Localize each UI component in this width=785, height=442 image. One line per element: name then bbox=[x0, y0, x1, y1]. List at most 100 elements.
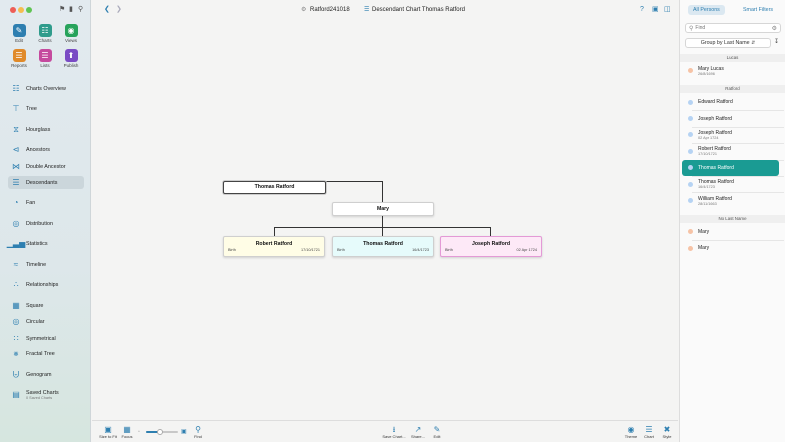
sidebar-item-double-ancestor[interactable]: ⋈Double Ancestor bbox=[8, 160, 84, 173]
publish-button[interactable]: ⬆Publish bbox=[58, 49, 84, 68]
child-box[interactable]: Thomas Ratford Birth 16/4/1723 bbox=[332, 236, 434, 257]
chevron-updown-icon: ⇵ bbox=[751, 40, 756, 46]
minimize-window-button[interactable] bbox=[18, 7, 24, 13]
row-divider bbox=[692, 126, 784, 128]
hourglass-icon: ⧖ bbox=[13, 124, 19, 134]
sidebar-item-square[interactable]: ▦Square bbox=[8, 299, 84, 312]
style-button[interactable]: ✖ Style bbox=[659, 425, 675, 439]
sidebar-item-statistics[interactable]: ▁▃▅Statistics bbox=[7, 237, 84, 250]
reports-button[interactable]: ☰Reports bbox=[6, 49, 32, 68]
zoom-slider-knob[interactable] bbox=[157, 429, 164, 435]
theme-button[interactable]: ◉ Theme bbox=[624, 425, 638, 439]
list-item[interactable]: Joseph Ratford bbox=[682, 111, 779, 127]
sidebar-item-label: Double Ancestor bbox=[26, 163, 66, 170]
charts-button[interactable]: ☷Charts bbox=[32, 24, 58, 43]
close-window-button[interactable] bbox=[10, 7, 16, 13]
section-header: Lucas bbox=[680, 54, 785, 62]
sidebar-item-hourglass[interactable]: ⧖ Hourglass bbox=[8, 123, 84, 136]
sort-icon[interactable]: ↧ bbox=[774, 39, 780, 45]
people-search-icon[interactable]: ⚲ bbox=[78, 6, 84, 13]
list-item[interactable]: Mary bbox=[682, 224, 779, 240]
section-header: No Last Name bbox=[680, 215, 785, 224]
list-icon: ☰ bbox=[38, 49, 52, 62]
row-divider bbox=[692, 110, 784, 112]
size-to-fit-button[interactable]: ▣ Size to Fit bbox=[99, 425, 117, 439]
share-button[interactable]: ↗ Share... bbox=[408, 425, 428, 439]
publish-icon: ⬆ bbox=[64, 49, 78, 62]
sex-indicator-dot bbox=[688, 148, 693, 154]
sidebar-item-label: Relationships bbox=[26, 281, 59, 288]
file-name[interactable]: Ratford241018 bbox=[310, 7, 350, 13]
sidebar-item-symmetrical[interactable]: ∷Symmetrical bbox=[8, 332, 84, 345]
button-label: Charts bbox=[38, 38, 52, 43]
sidebar-item-circular[interactable]: ◎Circular bbox=[8, 315, 84, 328]
group-by-select[interactable]: Group by Last Name ⇵ bbox=[685, 38, 771, 48]
connector-line bbox=[325, 181, 383, 182]
bookmark-icon[interactable]: ▮ bbox=[69, 6, 73, 13]
sidebar-item-tree[interactable]: ⊤Tree bbox=[8, 102, 84, 115]
sex-indicator-dot bbox=[688, 165, 693, 171]
tab-all-persons[interactable]: All Persons bbox=[688, 5, 725, 15]
search-input[interactable] bbox=[695, 25, 766, 31]
child-box[interactable]: Joseph Ratford Birth 02 Apr 1724 bbox=[440, 236, 542, 257]
sidebar-item-fan[interactable]: ◔Fan bbox=[8, 196, 84, 209]
back-arrow-icon[interactable]: ❮ bbox=[104, 6, 110, 13]
distribution-icon: ◎ bbox=[12, 218, 20, 228]
edit-button[interactable]: ✎Edit bbox=[6, 24, 32, 43]
sidebar: ⚑ ▮ ⚲ ✎Edit☷Charts◉Views ☰Reports☰Lists⬆P… bbox=[0, 0, 91, 442]
sex-indicator-dot bbox=[688, 68, 693, 74]
lists-button[interactable]: ☰Lists bbox=[32, 49, 58, 68]
search-icon: ⚲ bbox=[689, 25, 694, 32]
chart-settings-button[interactable]: ☰ Chart bbox=[641, 425, 657, 439]
sidebar-item-charts-overview[interactable]: ☷Charts Overview bbox=[8, 82, 84, 95]
sidebar-item-descendants[interactable]: ☰Descendants bbox=[8, 176, 84, 189]
edit-chart-button[interactable]: ✎ Edit bbox=[430, 425, 444, 439]
root-person-box[interactable]: Thomas Ratford bbox=[223, 181, 326, 194]
zoom-slider[interactable] bbox=[146, 429, 178, 435]
forward-arrow-icon[interactable]: ❯ bbox=[116, 6, 122, 13]
sex-indicator-dot bbox=[688, 181, 693, 187]
sex-indicator-dot bbox=[688, 116, 693, 122]
sidebar-item-label: Hourglass bbox=[26, 126, 51, 133]
sidebar-item-distribution[interactable]: ◎Distribution bbox=[8, 217, 84, 230]
person-name: Thomas Ratford bbox=[698, 179, 734, 186]
maximize-window-button[interactable] bbox=[26, 7, 32, 13]
button-label: Edit bbox=[15, 38, 23, 43]
find-button[interactable]: ⚲ Find bbox=[191, 425, 205, 439]
sidebar-item-label: Symmetrical bbox=[26, 335, 56, 342]
tag-icon[interactable]: ⚑ bbox=[59, 6, 66, 13]
sidebar-item-genogram[interactable]: ⨄Genogram bbox=[8, 368, 84, 381]
person-date: 02 Apr 1724 bbox=[698, 135, 719, 140]
list-item[interactable]: Thomas Ratford bbox=[682, 160, 779, 176]
focus-button[interactable]: ▦ Focus bbox=[119, 425, 135, 439]
zoom-out-icon[interactable]: ▫ bbox=[138, 429, 140, 435]
sidebar-item-relationships[interactable]: ∴Relationships bbox=[8, 278, 84, 291]
window-icon[interactable]: ▣ bbox=[652, 6, 659, 13]
save-chart-button[interactable]: ⭳ Save Chart... bbox=[382, 425, 406, 439]
child-box[interactable]: Robert Ratford Birth 17/10/1721 bbox=[223, 236, 325, 257]
gear-icon[interactable]: ⚙ bbox=[771, 25, 777, 32]
help-icon[interactable]: ? bbox=[640, 6, 644, 13]
timeline-icon: ≈ bbox=[13, 259, 19, 269]
square-icon: ▦ bbox=[12, 300, 20, 310]
list-item[interactable]: Edward Ratford bbox=[682, 94, 779, 110]
list-item[interactable]: Mary bbox=[682, 241, 779, 257]
connector-line bbox=[274, 227, 275, 236]
sidebar-item-fractal-tree[interactable]: ⨳Fractal Tree bbox=[8, 347, 84, 360]
fan-icon: ◔ bbox=[13, 197, 19, 207]
sidebar-toggle-icon[interactable]: ◫ bbox=[664, 6, 671, 13]
chart-canvas[interactable]: Thomas Ratford Mary Robert Ratford Birth… bbox=[92, 22, 678, 420]
sidebar-item-timeline[interactable]: ≈Timeline bbox=[8, 258, 84, 271]
spouse-box[interactable]: Mary bbox=[332, 202, 434, 216]
zoom-in-icon[interactable]: ▣ bbox=[181, 429, 187, 435]
views-button[interactable]: ◉Views bbox=[58, 24, 84, 43]
sidebar-item-ancestors[interactable]: ⊲Ancestors bbox=[8, 143, 84, 156]
ancestors-icon: ⊲ bbox=[12, 144, 20, 154]
tab-smart-filters[interactable]: Smart Filters bbox=[743, 7, 774, 13]
